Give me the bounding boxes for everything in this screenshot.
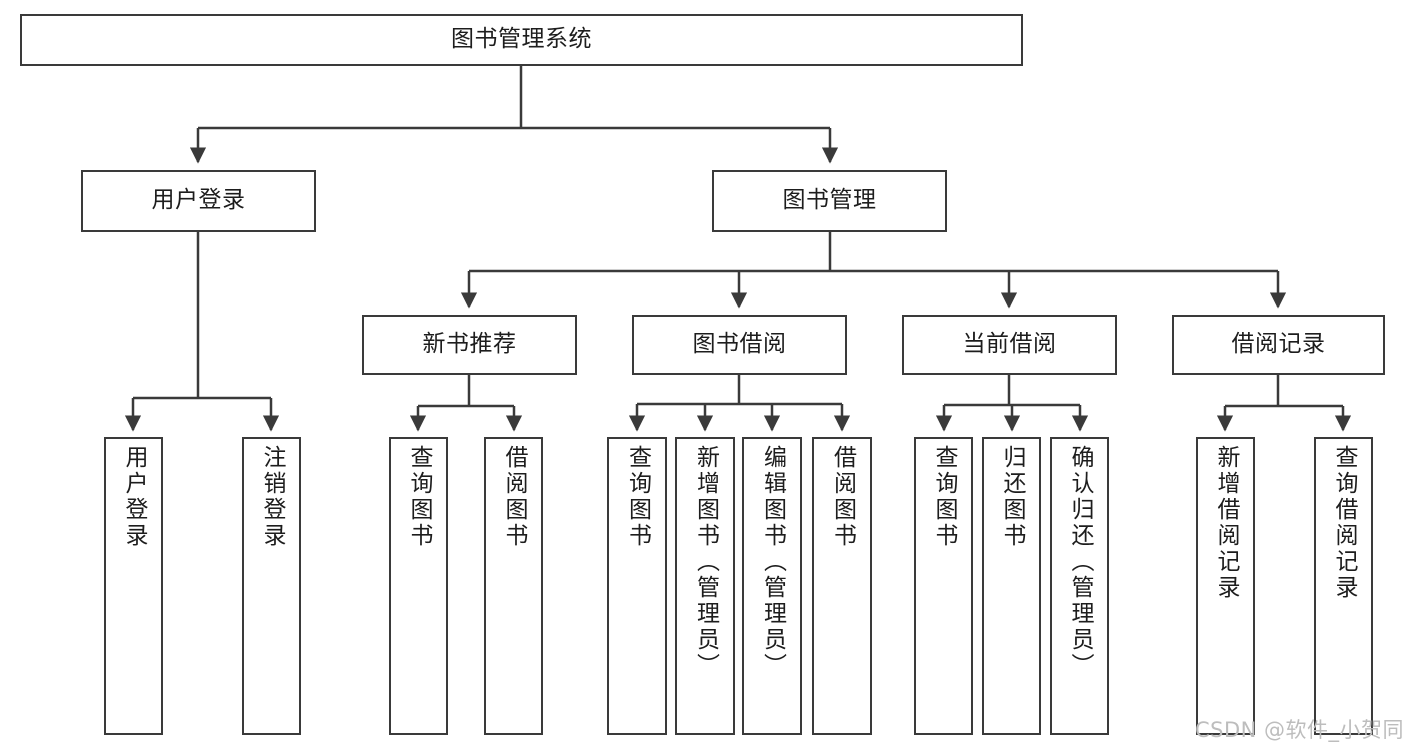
node-root-label: 图书管理系统 [451,26,592,53]
node-leaf-query-record-label: 查询借阅记录 [1331,445,1357,601]
node-leaf-add-book-admin-label: 新增图书（管理员） [692,445,719,679]
node-book-borrow[interactable]: 图书借阅 [632,315,847,375]
node-leaf-add-record-label: 新增借阅记录 [1213,445,1239,601]
node-leaf-query-books-rec[interactable]: 查询图书 [389,437,448,735]
node-leaf-borrow-book[interactable]: 借阅图书 [812,437,872,735]
node-borrow-records-label: 借阅记录 [1231,331,1326,358]
node-leaf-user-login-label: 用户登录 [121,445,147,549]
node-user-login-label: 用户登录 [151,187,246,214]
node-leaf-borrow-book-label: 借阅图书 [829,445,856,549]
node-root[interactable]: 图书管理系统 [20,14,1023,66]
node-leaf-query-books-borrow[interactable]: 查询图书 [607,437,667,735]
node-leaf-query-books-current[interactable]: 查询图书 [914,437,973,735]
node-leaf-logout[interactable]: 注销登录 [242,437,301,735]
node-leaf-user-login[interactable]: 用户登录 [104,437,163,735]
node-leaf-edit-book-admin-label: 编辑图书（管理员） [759,445,786,679]
node-leaf-borrow-books-rec-label: 借阅图书 [501,445,527,549]
node-current-borrow[interactable]: 当前借阅 [902,315,1117,375]
node-current-borrow-label: 当前借阅 [962,331,1057,358]
node-leaf-confirm-return-admin[interactable]: 确认归还（管理员） [1050,437,1109,735]
node-leaf-borrow-books-rec[interactable]: 借阅图书 [484,437,543,735]
node-borrow-records[interactable]: 借阅记录 [1172,315,1385,375]
node-leaf-query-books-borrow-label: 查询图书 [624,445,651,549]
node-book-borrow-label: 图书借阅 [692,331,787,358]
watermark-text: CSDN @软件_小贺同学 [1195,718,1405,742]
node-new-book-recommend[interactable]: 新书推荐 [362,315,577,375]
node-leaf-edit-book-admin[interactable]: 编辑图书（管理员） [742,437,802,735]
node-book-management-label: 图书管理 [782,187,877,214]
node-leaf-return-book[interactable]: 归还图书 [982,437,1041,735]
node-book-management[interactable]: 图书管理 [712,170,947,232]
node-leaf-return-book-label: 归还图书 [999,445,1025,549]
node-leaf-query-books-current-label: 查询图书 [931,445,957,549]
node-leaf-add-book-admin[interactable]: 新增图书（管理员） [675,437,735,735]
node-user-login[interactable]: 用户登录 [81,170,316,232]
node-leaf-query-books-rec-label: 查询图书 [406,445,432,549]
node-leaf-logout-label: 注销登录 [259,445,285,549]
node-new-book-recommend-label: 新书推荐 [422,331,517,358]
node-leaf-query-record[interactable]: 查询借阅记录 [1314,437,1373,735]
node-leaf-confirm-return-admin-label: 确认归还（管理员） [1067,445,1093,679]
node-leaf-add-record[interactable]: 新增借阅记录 [1196,437,1255,735]
